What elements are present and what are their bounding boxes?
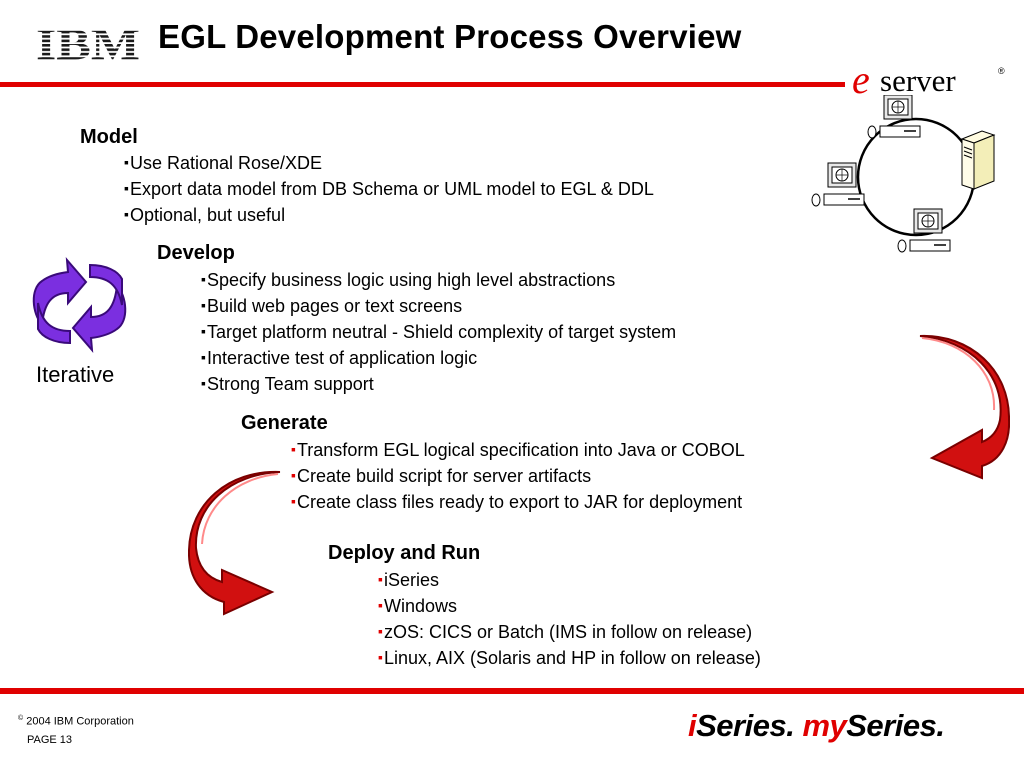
iseries-brand: iSeries. mySeries. bbox=[688, 708, 945, 743]
bullet: ▪ bbox=[201, 297, 206, 313]
eserver-logo: e server ® bbox=[852, 60, 1005, 102]
generate-list: ▪Transform EGL logical specification int… bbox=[291, 438, 745, 516]
list-item: ▪Optional, but useful bbox=[124, 205, 286, 225]
curved-arrow-down-right-icon bbox=[188, 470, 281, 616]
eserver-word: server bbox=[880, 63, 956, 98]
page-title: EGL Development Process Overview bbox=[158, 18, 742, 55]
bullet: ▪ bbox=[124, 180, 129, 196]
list-item: ▪Export data model from DB Schema or UML… bbox=[124, 179, 654, 199]
page-number: PAGE 13 bbox=[27, 734, 73, 746]
computer-icon bbox=[897, 208, 951, 253]
arrow-top-band-icon bbox=[89, 263, 123, 306]
list-item: ▪Target platform neutral - Shield comple… bbox=[201, 322, 677, 342]
develop-list: ▪Specify business logic using high level… bbox=[201, 268, 676, 398]
model-list: ▪Use Rational Rose/XDE ▪Export data mode… bbox=[124, 151, 654, 229]
eserver-e: e bbox=[852, 60, 870, 102]
bullet: ▪ bbox=[124, 206, 129, 222]
eserver-reg: ® bbox=[998, 66, 1005, 76]
ibm-logo-text: IBM bbox=[36, 22, 140, 64]
list-item: ▪Strong Team support bbox=[201, 374, 374, 394]
list-item: ▪Transform EGL logical specification int… bbox=[291, 440, 745, 460]
list-item: ▪Specify business logic using high level… bbox=[201, 270, 616, 290]
bullet: ▪ bbox=[201, 323, 206, 339]
list-item: ▪Linux, AIX (Solaris and HP in follow on… bbox=[378, 648, 761, 668]
iterative-label: Iterative bbox=[36, 362, 115, 387]
list-item: ▪Use Rational Rose/XDE bbox=[124, 153, 323, 173]
bullet: ▪ bbox=[378, 623, 383, 639]
copyright: © 2004 IBM Corporation bbox=[18, 715, 134, 728]
list-item: ▪Build web pages or text screens bbox=[201, 296, 463, 316]
bullet: ▪ bbox=[124, 154, 129, 170]
list-item: ▪Create build script for server artifact… bbox=[291, 466, 592, 486]
bullet: ▪ bbox=[201, 375, 206, 391]
bullet: ▪ bbox=[378, 571, 383, 587]
computer-icon bbox=[867, 95, 921, 139]
bullet: ▪ bbox=[291, 441, 296, 457]
list-item: ▪Create class files ready to export to J… bbox=[291, 492, 743, 512]
network-illustration bbox=[811, 95, 996, 253]
arrow-up-left-icon bbox=[32, 257, 88, 328]
list-item: ▪Windows bbox=[378, 596, 457, 616]
bullet: ▪ bbox=[201, 349, 206, 365]
top-red-rule bbox=[0, 82, 845, 87]
model-heading: Model bbox=[80, 126, 138, 148]
arrow-down-right-icon bbox=[71, 282, 127, 353]
bullet: ▪ bbox=[201, 271, 206, 287]
list-item: ▪Interactive test of application logic bbox=[201, 348, 478, 368]
bullet: ▪ bbox=[378, 597, 383, 613]
bullet: ▪ bbox=[291, 493, 296, 509]
list-item: ▪iSeries bbox=[378, 570, 439, 590]
arrow-bottom-band-icon bbox=[37, 302, 71, 345]
bottom-red-rule bbox=[0, 688, 1024, 694]
list-item: ▪zOS: CICS or Batch (IMS in follow on re… bbox=[378, 622, 753, 642]
iterative-cycle-icon bbox=[32, 257, 127, 353]
bullet: ▪ bbox=[378, 649, 383, 665]
server-tower-icon bbox=[960, 130, 996, 190]
develop-heading: Develop bbox=[157, 242, 235, 264]
ibm-logo: IBM bbox=[36, 22, 140, 64]
computer-icon bbox=[811, 162, 865, 207]
deploy-list: ▪iSeries ▪Windows ▪zOS: CICS or Batch (I… bbox=[378, 568, 761, 672]
curved-arrow-down-left-icon bbox=[919, 334, 1010, 480]
generate-heading: Generate bbox=[241, 412, 328, 434]
bullet: ▪ bbox=[291, 467, 296, 483]
deploy-heading: Deploy and Run bbox=[328, 542, 481, 564]
